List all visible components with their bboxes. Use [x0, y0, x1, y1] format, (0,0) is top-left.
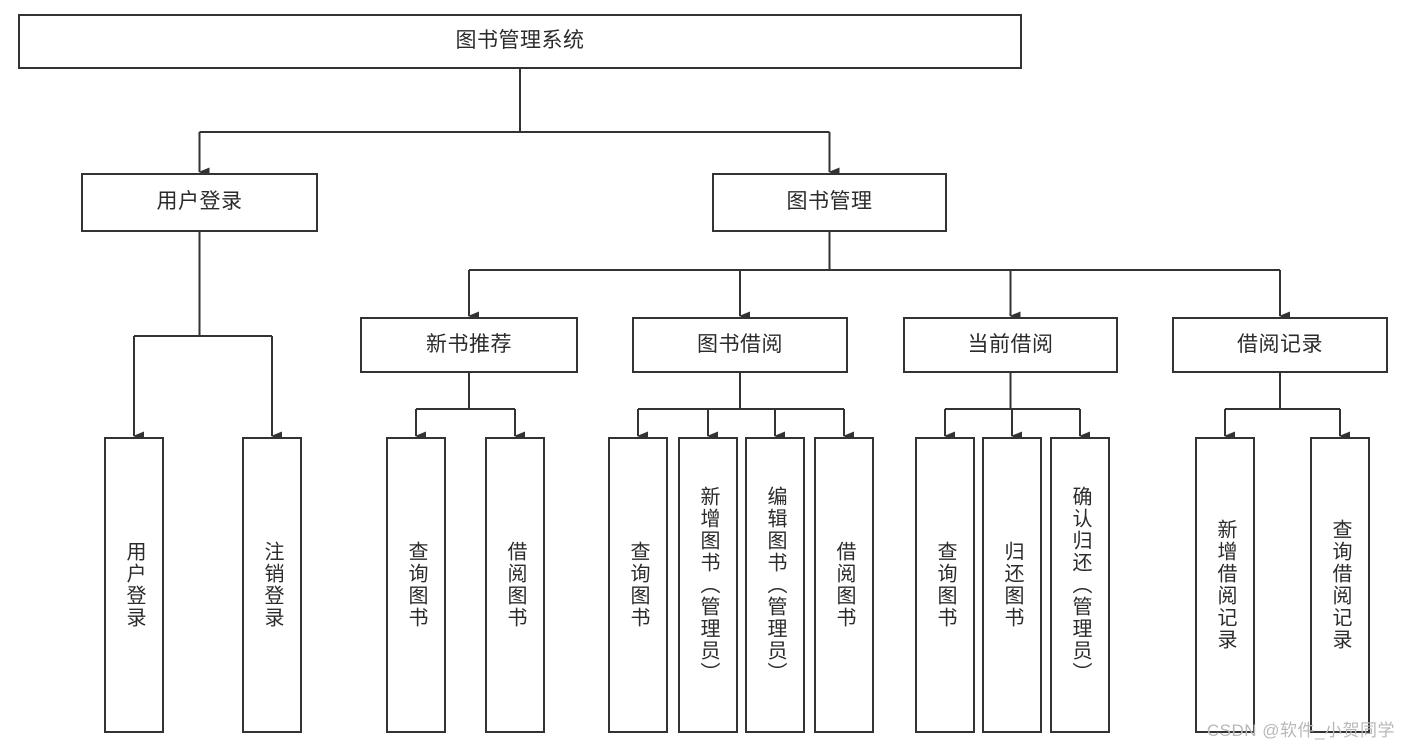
leaf-borrow-book[interactable]: 借阅图书 — [814, 437, 874, 733]
leaf-user-login[interactable]: 用户登录 — [104, 437, 164, 733]
leaf-user-login-label: 用户登录 — [123, 541, 145, 629]
leaf-logout[interactable]: 注销登录 — [242, 437, 302, 733]
node-current-borrow-label: 当前借阅 — [967, 332, 1054, 356]
leaf-confirm-return[interactable]: 确认归还（管理员） — [1050, 437, 1110, 733]
node-user-login[interactable]: 用户登录 — [81, 173, 318, 232]
leaf-confirm-return-label: 确认归还（管理员） — [1069, 486, 1091, 684]
node-root[interactable]: 图书管理系统 — [18, 14, 1022, 69]
leaf-add-borrow-record[interactable]: 新增借阅记录 — [1195, 437, 1255, 733]
node-book-management-label: 图书管理 — [786, 190, 873, 214]
leaf-query-book-current[interactable]: 查询图书 — [915, 437, 975, 733]
leaf-edit-book-label: 编辑图书（管理员） — [764, 486, 786, 684]
leaf-query-book-recommend[interactable]: 查询图书 — [386, 437, 446, 733]
leaf-return-book-label: 归还图书 — [1001, 541, 1023, 629]
node-book-management[interactable]: 图书管理 — [712, 173, 947, 232]
node-new-book-recommend[interactable]: 新书推荐 — [360, 317, 578, 373]
leaf-query-book-recommend-label: 查询图书 — [405, 541, 427, 629]
leaf-borrow-book-recommend-label: 借阅图书 — [504, 541, 526, 629]
leaf-add-borrow-record-label: 新增借阅记录 — [1214, 519, 1236, 651]
node-user-login-label: 用户登录 — [156, 190, 243, 214]
leaf-add-book-label: 新增图书（管理员） — [697, 486, 719, 684]
watermark: CSDN @软件_小贺同学 — [1206, 721, 1395, 740]
leaf-query-borrow-record[interactable]: 查询借阅记录 — [1310, 437, 1370, 733]
node-borrow-record-label: 借阅记录 — [1237, 332, 1323, 356]
node-borrow-record[interactable]: 借阅记录 — [1172, 317, 1388, 373]
leaf-return-book[interactable]: 归还图书 — [982, 437, 1042, 733]
leaf-borrow-book-label: 借阅图书 — [833, 541, 855, 629]
leaf-query-borrow-record-label: 查询借阅记录 — [1329, 519, 1351, 651]
leaf-add-book[interactable]: 新增图书（管理员） — [678, 437, 738, 733]
leaf-edit-book[interactable]: 编辑图书（管理员） — [745, 437, 805, 733]
leaf-borrow-book-recommend[interactable]: 借阅图书 — [485, 437, 545, 733]
node-root-label: 图书管理系统 — [455, 29, 585, 53]
node-new-book-recommend-label: 新书推荐 — [426, 332, 512, 356]
node-book-borrow-label: 图书借阅 — [697, 332, 783, 356]
edge-layer — [132, 69, 1350, 441]
leaf-query-book-borrow[interactable]: 查询图书 — [608, 437, 668, 733]
leaf-query-book-current-label: 查询图书 — [934, 541, 956, 629]
node-book-borrow[interactable]: 图书借阅 — [632, 317, 848, 373]
node-current-borrow[interactable]: 当前借阅 — [903, 317, 1118, 373]
leaf-query-book-borrow-label: 查询图书 — [627, 541, 649, 629]
leaf-logout-label: 注销登录 — [261, 541, 283, 629]
